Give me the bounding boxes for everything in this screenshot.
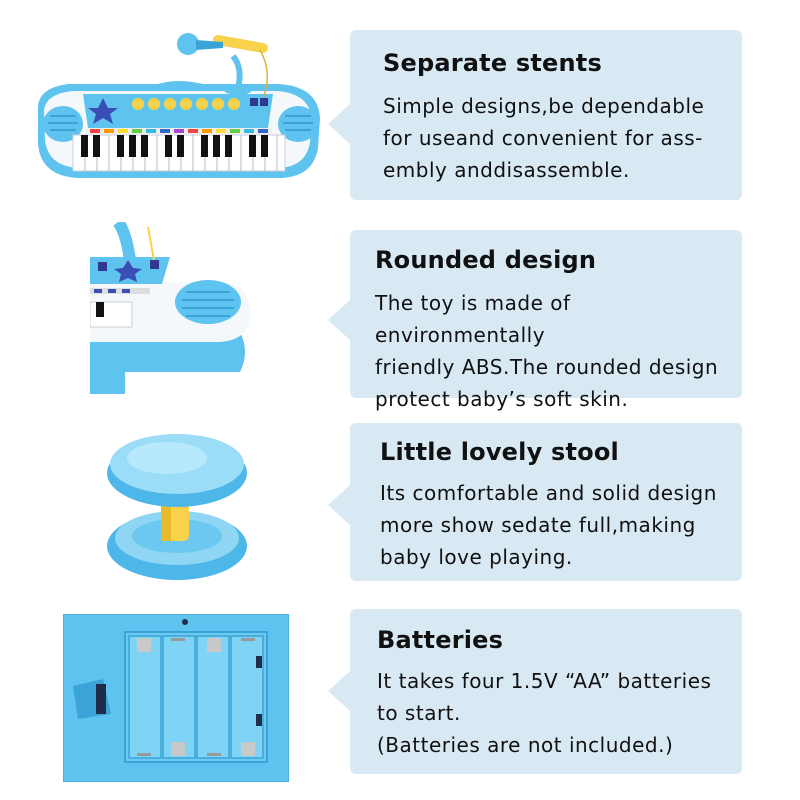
description-line: It takes four 1.5V “AA” batteries xyxy=(377,669,712,693)
description-line: embly anddisassemble. xyxy=(383,158,630,182)
feature-card-batteries: Batteries It takes four 1.5V “AA” batter… xyxy=(328,609,742,774)
description-line: Simple designs,be dependable xyxy=(383,94,705,118)
battery-compartment-image xyxy=(63,614,289,782)
keyboard-closeup-image xyxy=(90,222,265,394)
description-line: (Batteries are not included.) xyxy=(377,733,674,757)
description-line: baby love playing. xyxy=(380,545,573,569)
description-line: for useand convenient for ass- xyxy=(383,126,703,150)
description-line: Its comfortable and solid design xyxy=(380,481,717,505)
feature-card-separate-stents: Separate stents Simple designs,be depend… xyxy=(328,30,742,200)
description-line: to start. xyxy=(377,701,461,725)
description-line: more show sedate full,making xyxy=(380,513,696,537)
feature-description: Simple designs,be dependable for useand … xyxy=(383,90,742,186)
feature-description: The toy is made of environmentally frien… xyxy=(375,287,742,415)
stool-image xyxy=(107,434,247,580)
feature-card-little-lovely-stool: Little lovely stool Its comfortable and … xyxy=(328,423,742,581)
feature-title: Separate stents xyxy=(383,49,602,77)
feature-title: Little lovely stool xyxy=(380,438,619,466)
feature-description: It takes four 1.5V “AA” batteries to sta… xyxy=(377,665,742,761)
feature-title: Batteries xyxy=(377,626,504,654)
description-line: friendly ABS.The rounded design xyxy=(375,355,719,379)
keyboard-toy-image xyxy=(38,33,320,178)
feature-title: Rounded design xyxy=(375,246,597,274)
feature-card-rounded-design: Rounded design The toy is made of enviro… xyxy=(328,230,742,411)
description-line: protect baby’s soft skin. xyxy=(375,387,629,411)
description-line: The toy is made of environmentally xyxy=(375,291,571,347)
feature-description: Its comfortable and solid design more sh… xyxy=(380,477,742,573)
